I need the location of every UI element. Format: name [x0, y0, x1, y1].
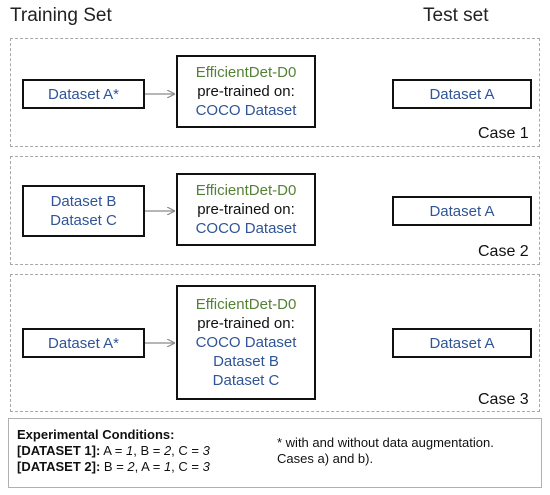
case-2-pretrain-coco: COCO Dataset: [195, 220, 297, 237]
experimental-conditions-box: Experimental Conditions: [DATASET 1]: A …: [8, 418, 542, 488]
case-1-model-box: EfficientDet-D0 pre-trained on: COCO Dat…: [176, 55, 316, 128]
case-2-model-box: EfficientDet-D0 pre-trained on: COCO Dat…: [176, 173, 316, 246]
case-3-model-title: EfficientDet-D0: [195, 296, 297, 313]
dataset-2-c-value: 3: [202, 459, 210, 474]
case-1-test-box: Dataset A: [392, 79, 532, 109]
case-1-panel: [10, 38, 540, 147]
case-3-model-sub: pre-trained on:: [197, 315, 295, 332]
case-2-model-title: EfficientDet-D0: [195, 182, 297, 199]
case-3-model-box: EfficientDet-D0 pre-trained on: COCO Dat…: [176, 285, 316, 400]
case-2-train-dataset-b: Dataset B: [50, 193, 117, 210]
case-3-test-dataset: Dataset A: [429, 334, 495, 352]
case-1-model-sub: pre-trained on:: [197, 83, 295, 100]
dataset-2-b-text: B =: [103, 459, 128, 474]
case-1-train-box: Dataset A*: [22, 79, 145, 109]
case-2-test-dataset: Dataset A: [429, 202, 495, 220]
case-3-label: Case 3: [478, 391, 529, 408]
case-2-label: Case 2: [478, 243, 529, 260]
augmentation-note-line-1: * with and without data augmentation.: [277, 435, 494, 450]
dataset-1-c-value: 3: [202, 443, 210, 458]
augmentation-note: * with and without data augmentation. Ca…: [277, 435, 537, 467]
dataset-2-b-value: 2: [127, 459, 135, 474]
test-set-header: Test set: [423, 5, 489, 26]
dataset-2-a-text: , A =: [134, 459, 164, 474]
case-3-pretrain-dataset-c: Dataset C: [212, 372, 280, 389]
dataset-1-c-text: , C =: [171, 443, 203, 458]
case-1-test-dataset: Dataset A: [429, 85, 495, 103]
case-1-train-dataset: Dataset A*: [48, 85, 119, 103]
case-1-label: Case 1: [478, 125, 529, 142]
case-2-model-sub: pre-trained on:: [197, 201, 295, 218]
dataset-1-b-text: , B =: [133, 443, 164, 458]
case-2-panel: [10, 156, 540, 265]
case-3-pretrain-coco: COCO Dataset: [195, 334, 297, 351]
conditions-list: Experimental Conditions: [DATASET 1]: A …: [17, 427, 210, 475]
dataset-2-c-text: , C =: [171, 459, 203, 474]
dataset-2-condition: [DATASET 2]: B = 2, A = 1, C = 3: [17, 459, 210, 475]
case-1-pretrain-coco: COCO Dataset: [195, 102, 297, 119]
dataset-2-a-value: 1: [163, 459, 172, 474]
dataset-1-b-value: 2: [163, 443, 172, 458]
conditions-heading: Experimental Conditions:: [17, 427, 175, 442]
case-2-test-box: Dataset A: [392, 196, 532, 226]
dataset-2-label: [DATASET 2]:: [17, 459, 101, 474]
training-set-header: Training Set: [10, 5, 112, 26]
case-3-pretrain-dataset-b: Dataset B: [213, 353, 279, 370]
case-2-train-box: Dataset B Dataset C: [22, 185, 145, 237]
case-2-train-dataset-c: Dataset C: [50, 212, 117, 229]
dataset-1-a-text: A =: [103, 443, 126, 458]
case-1-model-title: EfficientDet-D0: [195, 64, 297, 81]
dataset-1-a-value: 1: [125, 443, 134, 458]
case-3-panel: [10, 274, 540, 412]
case-3-train-dataset: Dataset A*: [48, 334, 119, 352]
augmentation-note-line-2: Cases a) and b).: [277, 451, 374, 466]
case-3-train-box: Dataset A*: [22, 328, 145, 358]
dataset-1-label: [DATASET 1]:: [17, 443, 101, 458]
dataset-1-condition: [DATASET 1]: A = 1, B = 2, C = 3: [17, 443, 210, 459]
case-3-test-box: Dataset A: [392, 328, 532, 358]
